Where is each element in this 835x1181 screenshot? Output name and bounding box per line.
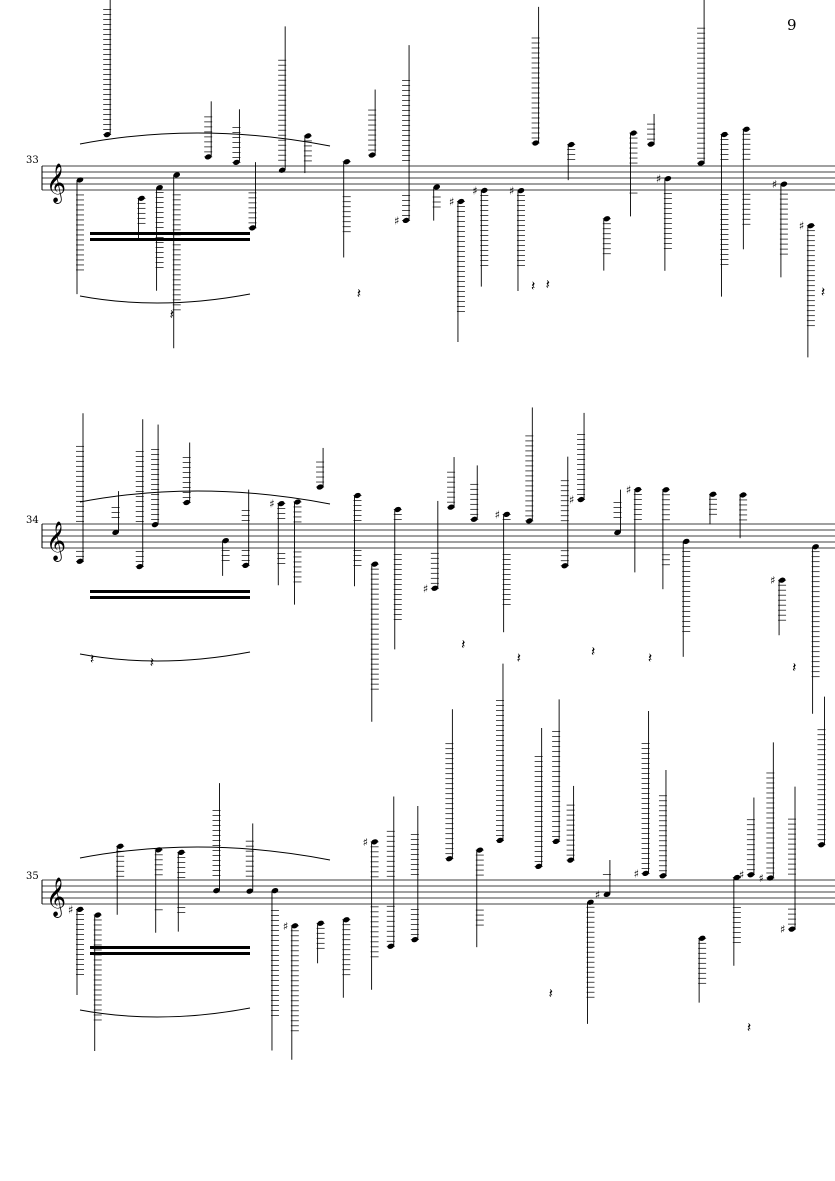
measure-number-35: 35: [26, 871, 39, 882]
beam: [90, 232, 250, 235]
note-head: [271, 888, 279, 894]
sharp-icon: ♯: [634, 867, 639, 880]
slur: [79, 846, 331, 861]
sharp-icon: ♯: [569, 494, 574, 507]
sharp-icon: ♯: [739, 869, 744, 882]
sharp-icon: ♯: [509, 185, 514, 198]
rest-icon: 𝄽: [531, 279, 535, 295]
sharp-icon: ♯: [656, 173, 661, 186]
staff-lines: [41, 165, 835, 905]
note-head: [222, 537, 229, 544]
rest-icon: 𝄽: [150, 655, 154, 671]
sharp-icon: ♯: [68, 903, 73, 916]
rest-icon: 𝄽: [549, 986, 553, 1002]
note-head: [664, 175, 672, 182]
sharp-icon: ♯: [363, 836, 368, 849]
page-number: 9: [787, 16, 797, 34]
beam: [90, 946, 250, 949]
rest-icon: 𝄽: [90, 651, 94, 667]
note-head: [213, 887, 220, 894]
beam: [90, 238, 250, 241]
rest-icon: 𝄽: [546, 277, 550, 293]
measure-number-33: 33: [26, 155, 39, 166]
treble-clef-icon: 𝄞: [46, 877, 66, 918]
notation-marks: 𝄽 𝄽 ♯ ♯ ♯ ♯ 𝄽 𝄽 ♯ ♯ ♯ 𝄽 𝄽 𝄽 ♯ ♯ 𝄽 ♯ 𝄽 ♯ 𝄽 ♯ 𝄽 ♯ 𝄽 ♯ ♯ ♯ 𝄽 ♯ ♯ 𝄽 ♯ ♯ ♯: [68, 0, 826, 1060]
treble-clef-icon: 𝄞: [46, 521, 66, 562]
sharp-icon: ♯: [772, 178, 777, 191]
rest-icon: 𝄽: [821, 285, 825, 301]
note-head: [112, 529, 119, 536]
sharp-icon: ♯: [283, 920, 288, 933]
slur: [79, 132, 331, 147]
slur: [79, 1007, 251, 1018]
treble-clef-icon: 𝄞: [46, 163, 66, 204]
sharp-icon: ♯: [770, 574, 775, 587]
note-head: [76, 177, 84, 183]
rest-icon: 𝄽: [591, 644, 595, 660]
note-head: [480, 187, 488, 194]
note-head: [156, 185, 163, 191]
note-head: [603, 891, 611, 898]
rest-icon: 𝄽: [792, 660, 796, 676]
sharp-icon: ♯: [780, 923, 785, 936]
note-head: [812, 544, 819, 550]
note-head: [614, 529, 621, 536]
measure-number-34: 34: [26, 515, 39, 526]
note-head: [587, 899, 594, 905]
sharp-icon: ♯: [472, 184, 477, 197]
beam: [90, 952, 250, 955]
beam: [90, 596, 250, 599]
sharp-icon: ♯: [423, 582, 428, 595]
rest-icon: 𝄽: [170, 307, 174, 323]
sharp-icon: ♯: [269, 498, 274, 511]
note-head: [682, 538, 690, 545]
note-head: [433, 184, 441, 190]
slur: [79, 490, 331, 505]
slur: [79, 651, 251, 662]
rest-icon: 𝄽: [517, 650, 521, 666]
note-head: [780, 181, 788, 187]
sharp-icon: ♯: [394, 214, 399, 227]
note-head: [517, 188, 525, 194]
rest-icon: 𝄽: [357, 286, 361, 302]
sharp-icon: ♯: [799, 220, 804, 233]
note-head: [278, 167, 286, 173]
rest-icon: 𝄽: [461, 637, 465, 653]
rest-icon: 𝄽: [648, 651, 652, 667]
note-head: [246, 888, 254, 894]
sharp-icon: ♯: [495, 508, 500, 521]
sharp-icon: ♯: [595, 888, 600, 901]
treble-clefs: 𝄞 𝄞 𝄞: [46, 163, 66, 918]
note-head: [173, 172, 181, 178]
sharp-icon: ♯: [758, 872, 763, 885]
beam: [90, 590, 250, 593]
slur: [79, 293, 251, 304]
sharp-icon: ♯: [626, 484, 631, 497]
note-head: [151, 521, 159, 528]
sharp-icon: ♯: [449, 195, 454, 208]
rest-icon: 𝄽: [747, 1020, 751, 1036]
